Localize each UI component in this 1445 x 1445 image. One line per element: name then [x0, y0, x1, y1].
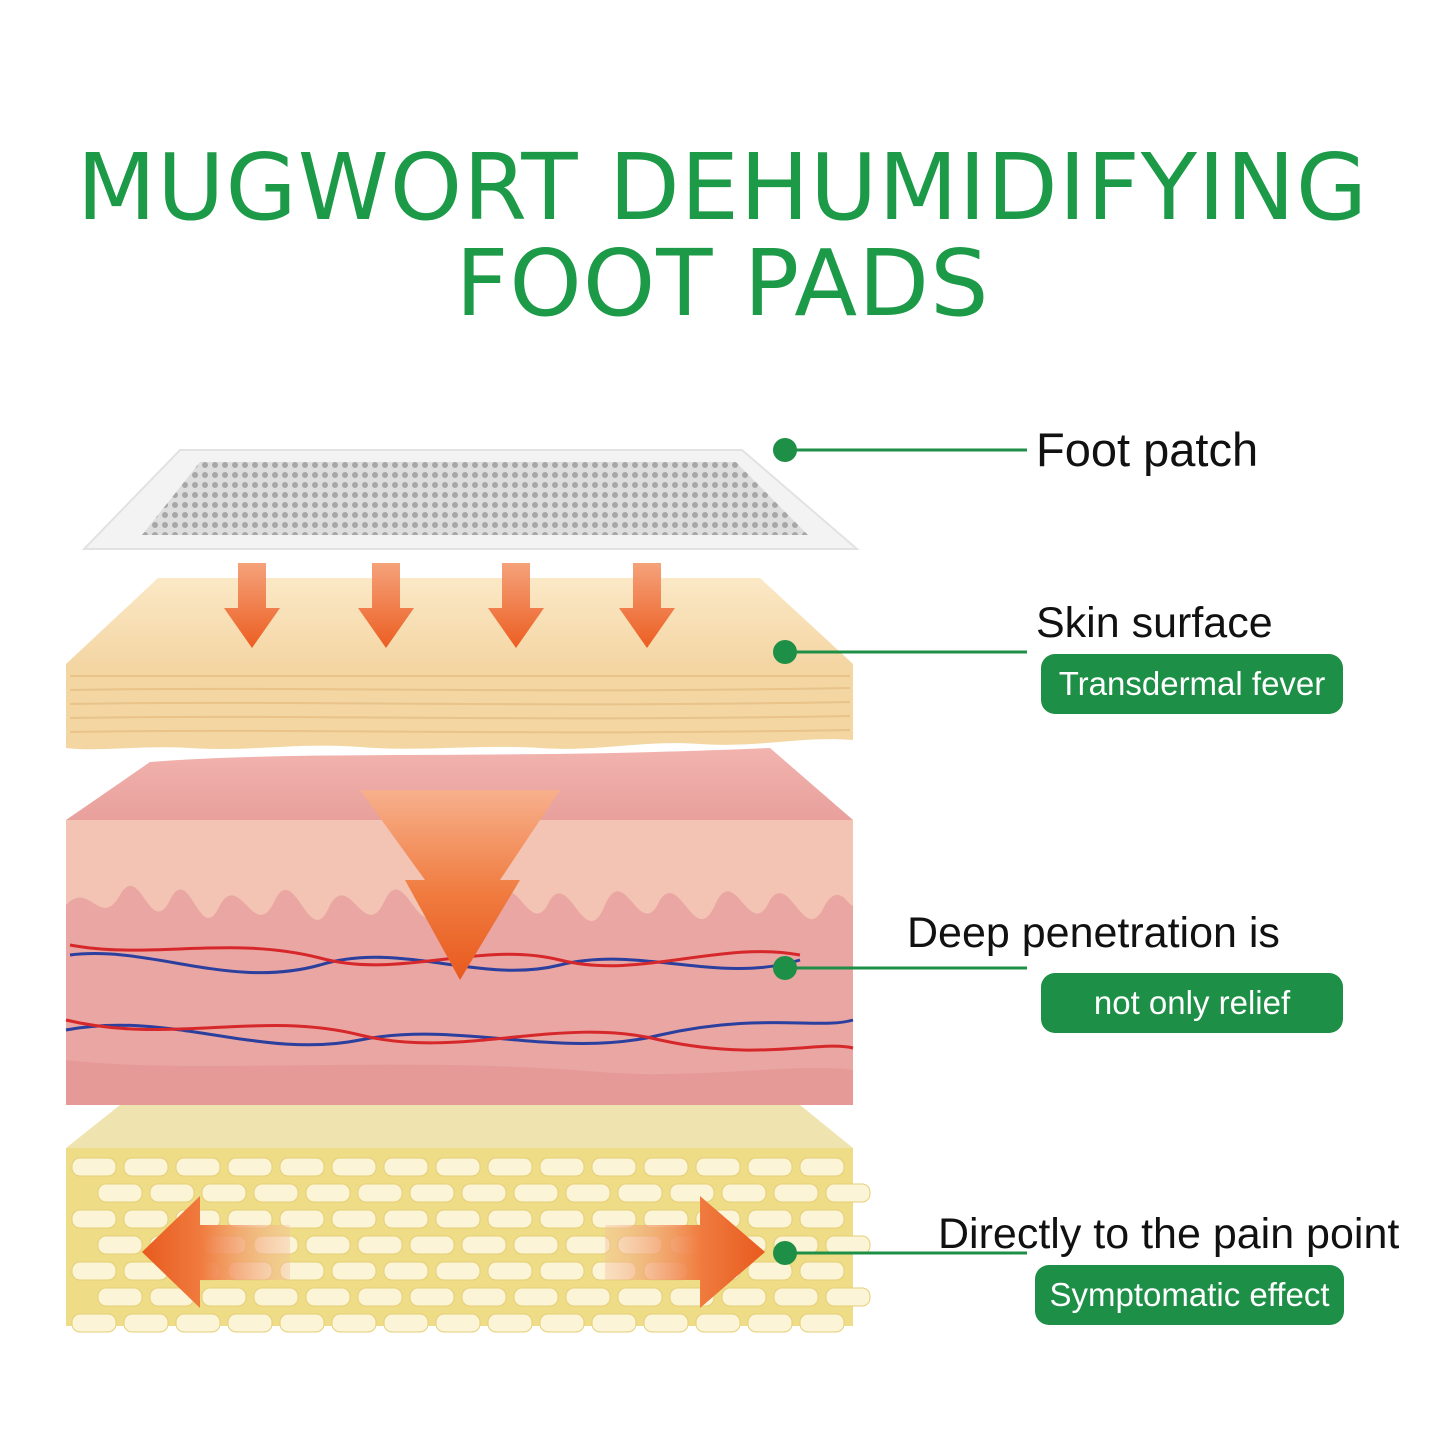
fat-cell — [799, 1209, 845, 1229]
fat-cell — [227, 1157, 273, 1177]
fat-cell — [123, 1157, 169, 1177]
fat-cell — [97, 1183, 143, 1203]
fat-cell — [643, 1313, 689, 1333]
tag-not-only-relief: not only relief — [1041, 973, 1343, 1033]
fat-cell — [71, 1261, 117, 1281]
fat-cell — [695, 1157, 741, 1177]
fat-cell — [747, 1157, 793, 1177]
fat-cell — [487, 1209, 533, 1229]
fat-cell — [747, 1313, 793, 1333]
fat-cell — [253, 1183, 299, 1203]
fat-cell — [565, 1235, 611, 1255]
fat-cell — [825, 1235, 871, 1255]
fat-cell — [799, 1313, 845, 1333]
fat-cell — [305, 1287, 351, 1307]
fat-cell — [513, 1235, 559, 1255]
fat-cell — [435, 1313, 481, 1333]
fat-cell — [617, 1183, 663, 1203]
fat-cell — [539, 1261, 585, 1281]
fat-cell — [123, 1313, 169, 1333]
fat-cell — [721, 1183, 767, 1203]
fat-cell — [71, 1157, 117, 1177]
fat-cell — [331, 1157, 377, 1177]
fat-cell — [331, 1261, 377, 1281]
fat-cell — [591, 1157, 637, 1177]
fat-cell — [279, 1157, 325, 1177]
leader-dots — [773, 438, 797, 1265]
fat-cell — [409, 1183, 455, 1203]
fat-cell — [461, 1287, 507, 1307]
fat-cell — [71, 1209, 117, 1229]
fat-cell — [305, 1183, 351, 1203]
fat-cell — [825, 1287, 871, 1307]
fat-cell — [539, 1157, 585, 1177]
tag-symptomatic-effect: Symptomatic effect — [1035, 1265, 1344, 1325]
fat-cell — [487, 1261, 533, 1281]
fat-cell — [279, 1209, 325, 1229]
fat-cell — [539, 1209, 585, 1229]
fat-cell — [591, 1313, 637, 1333]
fat-cell — [799, 1261, 845, 1281]
fat-cell — [383, 1209, 429, 1229]
heat-arrows — [142, 563, 765, 1308]
fat-cell — [435, 1261, 481, 1281]
fat-cell — [175, 1157, 221, 1177]
title-line-2: FOOT PADS — [455, 230, 990, 337]
label-foot-patch: Foot patch — [1036, 423, 1259, 476]
fat-cell — [721, 1287, 767, 1307]
label-deep-penetration: Deep penetration is — [907, 909, 1280, 957]
fat-cell — [383, 1313, 429, 1333]
fat-cell — [123, 1209, 169, 1229]
fat-cell — [565, 1183, 611, 1203]
fat-cell — [409, 1235, 455, 1255]
title-line-1: MUGWORT DEHUMIDIFYING — [76, 134, 1369, 241]
fat-cell — [799, 1157, 845, 1177]
label-skin-surface: Skin surface — [1036, 599, 1273, 647]
fat-cell — [71, 1313, 117, 1333]
fat-cell — [487, 1157, 533, 1177]
fat-cell — [669, 1183, 715, 1203]
fat-cell — [409, 1287, 455, 1307]
fat-cell — [435, 1157, 481, 1177]
fat-cell — [747, 1261, 793, 1281]
fat-cell — [383, 1157, 429, 1177]
fat-cell — [357, 1287, 403, 1307]
tag-transdermal-fever: Transdermal fever — [1041, 654, 1343, 714]
fat-cell — [201, 1183, 247, 1203]
fat-cell — [175, 1313, 221, 1333]
fat-cell — [565, 1287, 611, 1307]
fat-cell — [331, 1313, 377, 1333]
fat-cell — [253, 1287, 299, 1307]
fat-cell — [539, 1313, 585, 1333]
fat-cell — [149, 1183, 195, 1203]
fat-cell — [201, 1287, 247, 1307]
fat-cell — [97, 1287, 143, 1307]
fat-cell — [747, 1209, 793, 1229]
fat-cell — [773, 1183, 819, 1203]
fat-cell — [643, 1157, 689, 1177]
fat-cell — [435, 1209, 481, 1229]
fat-cell — [513, 1183, 559, 1203]
foot-patch-illustration — [81, 449, 860, 550]
leader-lines — [785, 448, 1027, 1255]
fat-cell — [695, 1313, 741, 1333]
fat-cell — [357, 1183, 403, 1203]
fat-cell — [227, 1313, 273, 1333]
fat-cell — [461, 1183, 507, 1203]
fat-cell — [305, 1235, 351, 1255]
fat-cell — [331, 1209, 377, 1229]
fat-cell — [97, 1235, 143, 1255]
fat-cell — [825, 1183, 871, 1203]
fat-cell — [487, 1313, 533, 1333]
fat-cell — [461, 1235, 507, 1255]
epidermis-layer — [66, 578, 853, 750]
fat-cell — [383, 1261, 429, 1281]
fat-cell — [617, 1287, 663, 1307]
label-pain-point: Directly to the pain point — [938, 1210, 1400, 1258]
fat-cell — [279, 1313, 325, 1333]
fat-cell — [357, 1235, 403, 1255]
fat-cell — [773, 1287, 819, 1307]
fat-cell — [513, 1287, 559, 1307]
